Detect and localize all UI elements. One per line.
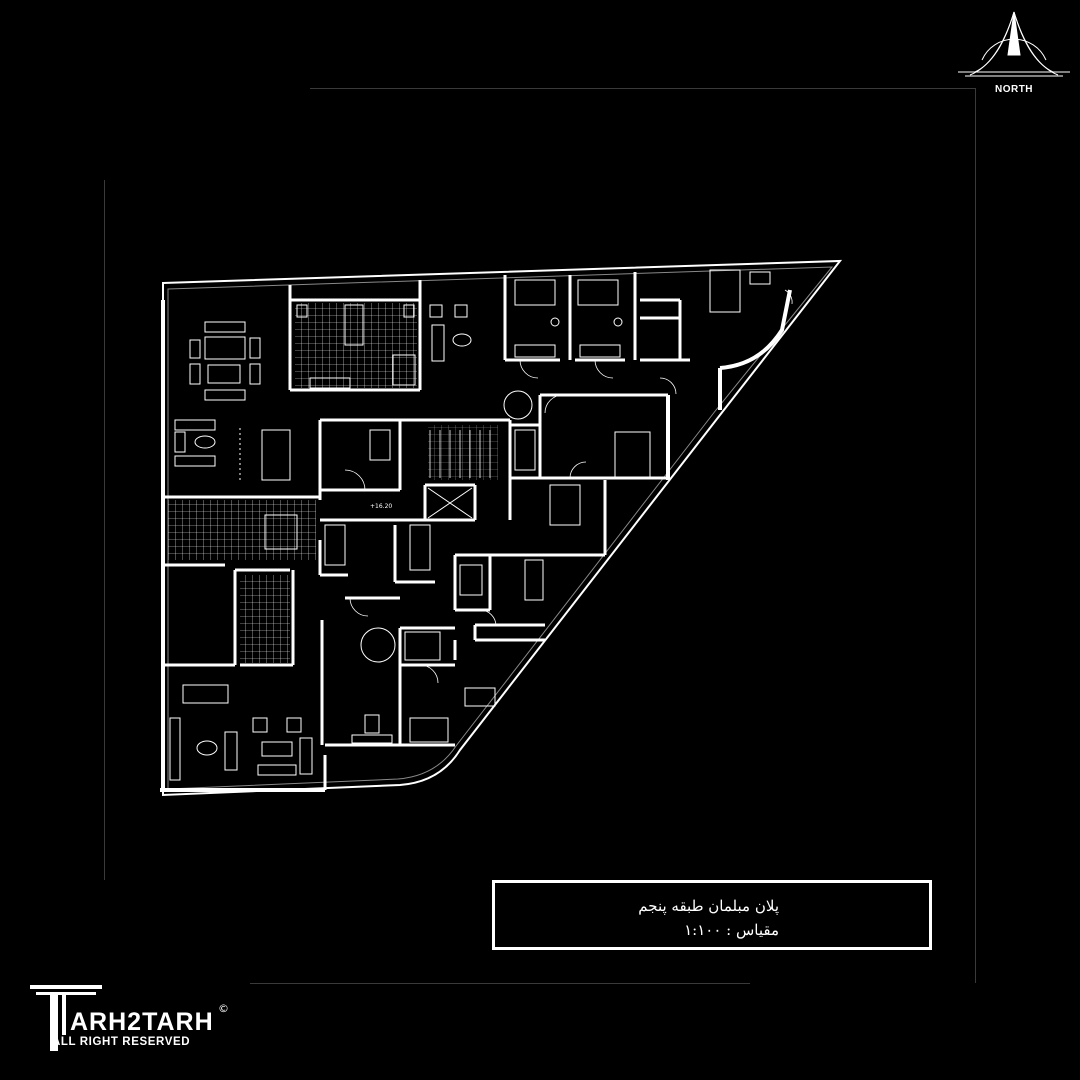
copyright-icon: ©	[218, 1002, 229, 1015]
furniture	[169, 269, 771, 781]
tiled-floors	[168, 303, 498, 663]
north-arrow-icon	[958, 11, 1070, 77]
plan-scale: مقیاس : ۱:۱۰۰	[684, 921, 779, 939]
sheet-frame-right	[975, 88, 976, 983]
interior-walls	[163, 272, 690, 790]
sheet-frame-top	[310, 88, 975, 89]
level-marker: +16.20	[370, 503, 392, 510]
elevator-shaft	[427, 487, 473, 519]
stair	[429, 430, 491, 478]
logo-tagline: ALL RIGHT RESERVED	[52, 1036, 191, 1048]
sheet-frame-left	[104, 180, 105, 880]
logo-pillar-icon	[30, 985, 102, 1051]
door-swings	[344, 289, 793, 684]
exterior-walls	[160, 289, 792, 792]
logo-name: ARH2TARH	[70, 1008, 214, 1036]
sheet-frame-bottom	[250, 983, 750, 984]
title-block: پلان مبلمان طبقه پنجم مقیاس : ۱:۱۰۰	[492, 880, 932, 950]
building-outline	[162, 259, 843, 797]
north-label: NORTH	[994, 84, 1034, 95]
plan-title: پلان مبلمان طبقه پنجم	[638, 897, 779, 915]
